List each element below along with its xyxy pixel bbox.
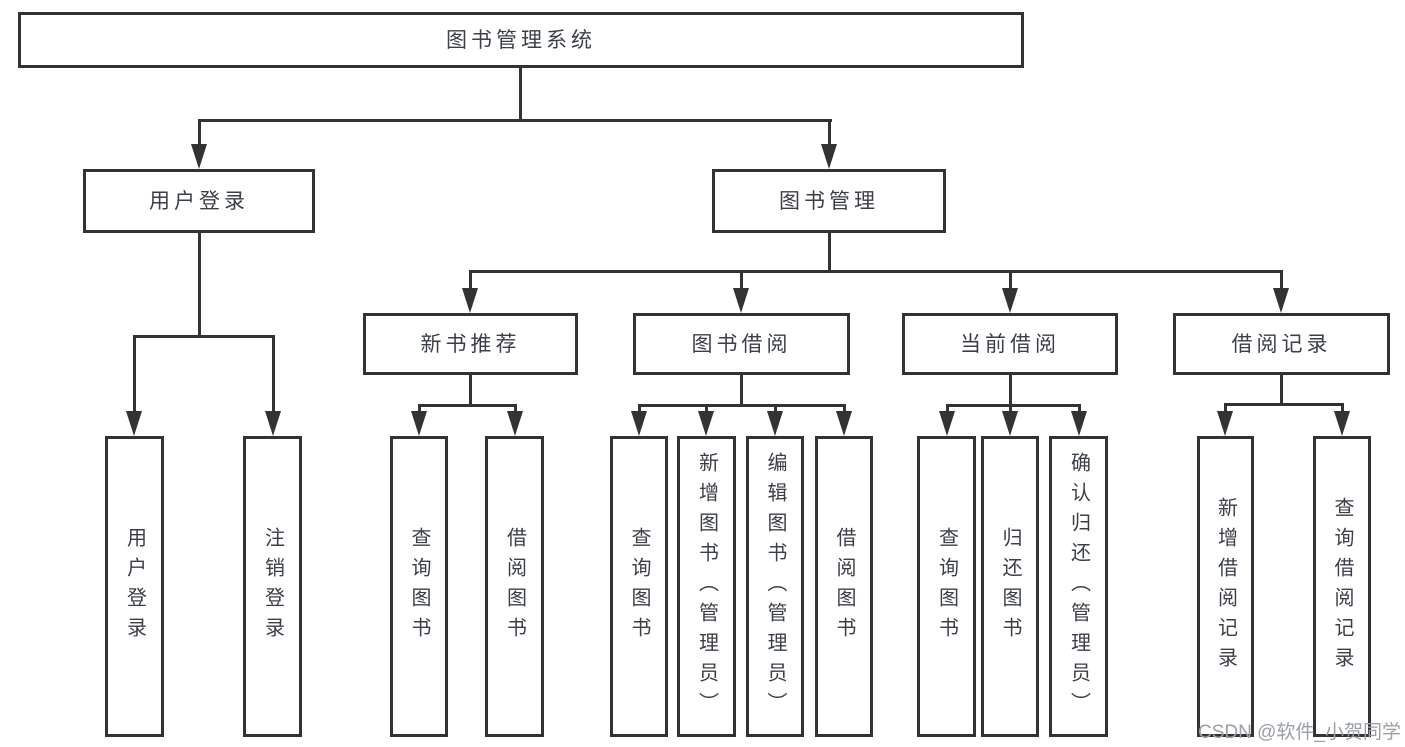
leaf-nb-borrow-books-label: 借阅图书: [503, 526, 526, 647]
leaf-bb-add-books-admin: 新增图书（管理员）: [677, 436, 736, 737]
connector-borrow-records-stem: [1280, 375, 1283, 406]
connector-drop-cb-query: [946, 404, 949, 414]
connector-book-borrow-rail: [638, 404, 846, 407]
node-book-management-label: 图书管理: [779, 189, 879, 213]
node-root: 图书管理系统: [18, 12, 1024, 68]
leaf-bb-add-books-admin-label: 新增图书（管理员）: [695, 451, 718, 722]
arrowhead-down-new-book-recommend: [462, 288, 478, 313]
arrowhead-down-br-add: [1217, 411, 1233, 436]
connector-book-management-rail: [469, 270, 1283, 273]
node-current-borrow: 当前借阅: [902, 313, 1118, 375]
leaf-br-add-record: 新增借阅记录: [1197, 436, 1254, 737]
arrowhead-down-nb-borrow: [507, 411, 523, 436]
leaf-cb-return-books: 归还图书: [981, 436, 1039, 737]
node-root-label: 图书管理系统: [446, 28, 596, 52]
connector-drop-borrow-records: [1280, 270, 1283, 290]
connector-user-login-stem: [198, 233, 201, 337]
leaf-nb-query-books: 查询图书: [390, 436, 448, 737]
node-user-login-label: 用户登录: [149, 189, 249, 213]
connector-drop-bb-edit: [774, 404, 777, 414]
arrowhead-down-current-borrow: [1002, 288, 1018, 313]
connector-book-borrow-stem: [740, 375, 743, 407]
leaf-br-query-record: 查询借阅记录: [1313, 436, 1371, 737]
arrowhead-down-br-query: [1334, 411, 1350, 436]
leaf-bb-edit-books-admin: 编辑图书（管理员）: [746, 436, 804, 737]
connector-drop-br-query: [1341, 403, 1344, 414]
leaf-cb-confirm-return-admin: 确认归还（管理员）: [1049, 436, 1108, 737]
leaf-cb-query-books-label: 查询图书: [935, 526, 958, 647]
node-borrow-records-label: 借阅记录: [1231, 332, 1332, 356]
leaf-cb-query-books: 查询图书: [917, 436, 976, 737]
connector-root-stem: [519, 68, 522, 121]
connector-drop-nb-query: [418, 404, 421, 414]
leaf-logout-label: 注销登录: [261, 526, 284, 647]
node-book-borrow: 图书借阅: [633, 313, 850, 375]
leaf-nb-borrow-books: 借阅图书: [485, 436, 544, 737]
connector-current-borrow-stem: [1009, 375, 1012, 407]
connector-drop-bb-query: [638, 404, 641, 414]
arrowhead-down-book-management: [821, 144, 837, 169]
connector-borrow-records-rail: [1224, 403, 1344, 406]
connector-drop-current-borrow: [1009, 270, 1012, 290]
leaf-bb-borrow-books: 借阅图书: [815, 436, 873, 737]
leaf-cb-return-books-label: 归还图书: [999, 526, 1021, 647]
connector-drop-nb-borrow: [514, 404, 517, 414]
leaf-user-login: 用户登录: [105, 436, 164, 737]
leaf-bb-edit-books-admin-label: 编辑图书（管理员）: [764, 451, 786, 722]
leaf-br-query-record-label: 查询借阅记录: [1331, 496, 1353, 677]
node-borrow-records: 借阅记录: [1173, 313, 1390, 375]
node-new-book-recommend: 新书推荐: [363, 313, 578, 375]
arrowhead-down-cb-confirm: [1071, 411, 1087, 436]
connector-user-login-rail: [133, 335, 275, 338]
leaf-nb-query-books-label: 查询图书: [408, 526, 430, 647]
connector-drop-bb-add: [705, 404, 708, 414]
connector-drop-user-login: [198, 119, 201, 147]
connector-book-management-stem: [828, 233, 831, 273]
arrowhead-down-bb-edit: [767, 411, 783, 436]
connector-drop-book-borrow: [740, 270, 743, 290]
connector-new-book-stem: [469, 375, 472, 407]
connector-drop-bb-borrow: [843, 404, 846, 414]
node-book-borrow-label: 图书借阅: [691, 332, 792, 356]
connector-drop-leaf-logout: [272, 335, 275, 413]
arrowhead-down-nb-query: [411, 411, 427, 436]
arrowhead-down-bb-add: [698, 411, 714, 436]
node-new-book-recommend-label: 新书推荐: [420, 332, 521, 356]
connector-drop-new-book-recommend: [469, 270, 472, 290]
arrowhead-down-cb-return: [1002, 411, 1018, 436]
node-user-login: 用户登录: [83, 169, 315, 233]
arrowhead-down-bb-borrow: [836, 411, 852, 436]
leaf-bb-query-books-label: 查询图书: [628, 526, 650, 647]
arrowhead-down-cb-query: [939, 411, 955, 436]
arrowhead-down-borrow-records: [1273, 288, 1289, 313]
watermark: CSDN @软件_小贺同学: [1198, 722, 1401, 743]
node-book-management: 图书管理: [712, 169, 946, 233]
leaf-bb-query-books: 查询图书: [610, 436, 668, 737]
arrowhead-down-leaf-user-login: [126, 411, 142, 436]
connector-drop-book-management: [828, 119, 831, 147]
connector-drop-cb-confirm: [1078, 404, 1081, 414]
connector-current-borrow-rail: [946, 404, 1081, 407]
connector-root-rail: [198, 119, 832, 122]
leaf-cb-confirm-return-admin-label: 确认归还（管理员）: [1067, 451, 1090, 722]
node-current-borrow-label: 当前借阅: [960, 332, 1060, 356]
arrowhead-down-user-login: [191, 144, 207, 169]
connector-drop-leaf-user-login: [133, 335, 136, 413]
leaf-user-login-label: 用户登录: [123, 526, 146, 647]
leaf-br-add-record-label: 新增借阅记录: [1214, 496, 1237, 677]
arrowhead-down-bb-query: [631, 411, 647, 436]
connector-drop-br-add: [1224, 403, 1227, 414]
leaf-logout: 注销登录: [243, 436, 302, 737]
connector-drop-cb-return: [1009, 404, 1012, 414]
arrowhead-down-book-borrow: [733, 288, 749, 313]
arrowhead-down-leaf-logout: [265, 411, 281, 436]
connector-new-book-rail: [418, 404, 517, 407]
leaf-bb-borrow-books-label: 借阅图书: [833, 526, 855, 647]
